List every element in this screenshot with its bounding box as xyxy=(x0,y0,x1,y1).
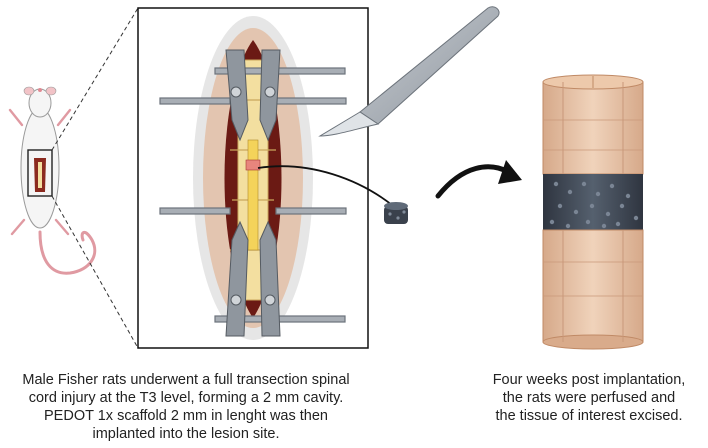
caption-outcome-line-2: the rats were perfused and xyxy=(502,390,676,406)
zoom-line-top xyxy=(51,7,139,151)
clamp-bottom xyxy=(225,220,281,337)
caption-outcome: Four weeks post implantation, the rats w… xyxy=(470,371,708,425)
caption-surgery-line-3: PEDOT 1x scaffold 2 mm in lenght was the… xyxy=(44,408,328,424)
exposed-spinal-cord xyxy=(247,139,259,251)
clamp-top xyxy=(225,49,281,142)
scaffold-pores xyxy=(549,181,639,229)
caption-surgery: Male Fisher rats underwent a full transe… xyxy=(0,371,372,443)
caption-surgery-line-2: cord injury at the T3 level, forming a 2… xyxy=(28,390,344,406)
cord-lower xyxy=(542,229,644,343)
surgical-field-icon xyxy=(137,7,369,349)
scaffold-icon xyxy=(384,202,408,224)
rat-tail xyxy=(38,230,97,275)
spinal-cord-segment-icon xyxy=(542,74,644,350)
implant-pointer-line xyxy=(257,165,393,206)
rat-icon xyxy=(8,86,97,275)
lesion-site xyxy=(245,159,261,171)
zoom-box xyxy=(27,149,53,197)
caption-outcome-line-3: the tissue of interest excised. xyxy=(495,408,683,424)
retractors xyxy=(159,67,347,323)
zoom-line-bottom xyxy=(51,195,139,349)
caption-surgery-line-4: implanted into the lesion site. xyxy=(92,426,280,442)
caption-surgery-line-1: Male Fisher rats underwent a full transe… xyxy=(22,372,350,388)
caption-outcome-line-1: Four weeks post implantation, xyxy=(492,372,686,388)
implanted-scaffold xyxy=(543,174,643,230)
scalpel-icon xyxy=(318,6,500,137)
cord-upper xyxy=(542,81,644,175)
curved-arrow-icon xyxy=(435,160,522,199)
